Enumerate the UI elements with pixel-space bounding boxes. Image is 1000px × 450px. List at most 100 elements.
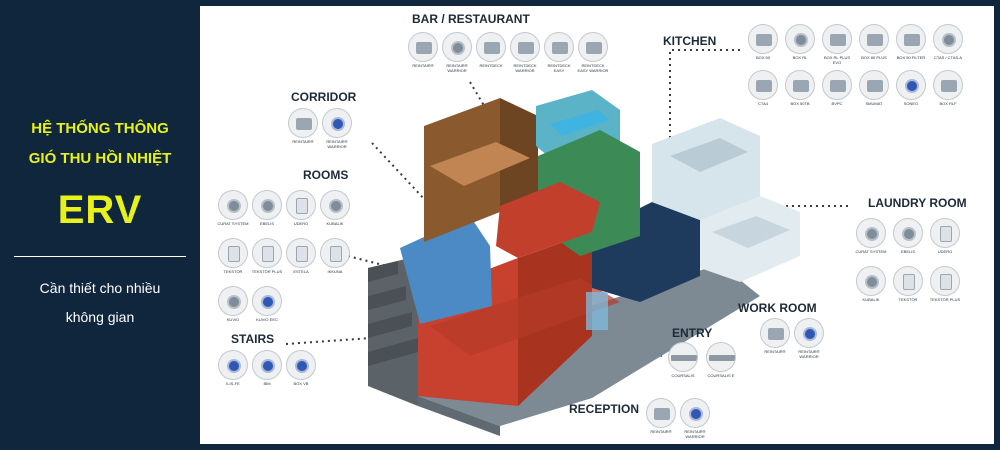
room-blue [400, 216, 492, 324]
product-thumb-reception: REINTAIR® [644, 398, 678, 434]
product-thumb-kitchen: BVPC [820, 70, 854, 106]
product-image [933, 24, 963, 54]
product-name: REINTAIR® [412, 63, 434, 68]
leader-corridor [371, 142, 441, 217]
product-name: TEKSTÖR [898, 297, 918, 302]
product-thumb-laundry: CURAT SYSTEM [854, 218, 888, 254]
product-image [646, 398, 676, 428]
product-thumb-bar_restaurant: REINTAIR® [406, 32, 440, 68]
product-name: REINTAIR® WARRIOR [798, 349, 820, 359]
label-laundry-room: LAUNDRY ROOM [868, 196, 967, 210]
product-image [218, 238, 248, 268]
unit-icon [867, 34, 883, 46]
product-name: KUBALIK [326, 221, 344, 226]
corridor-red [496, 182, 600, 258]
product-name: REINTDECK WARRIOR [513, 63, 537, 73]
product-thumb-kitchen: BOX RL [783, 24, 817, 60]
product-name: REINTAIR® WARRIOR [684, 429, 706, 439]
panel-icon [940, 274, 952, 290]
product-thumb-rooms: KUVIO [216, 286, 250, 322]
fan-icon [794, 33, 808, 47]
blue-fan-icon [227, 359, 241, 373]
bar-floor [430, 142, 530, 186]
product-thumb-bar_restaurant: REINTAIR® WARRIOR [440, 32, 474, 73]
panel-icon [296, 198, 308, 214]
unit-icon [416, 42, 432, 54]
subtitle-line-2: không gian [65, 309, 135, 325]
unit-icon [756, 34, 772, 46]
product-image [706, 342, 736, 372]
product-name: REINTAIR® [650, 429, 672, 434]
fan-icon [227, 295, 241, 309]
product-thumb-kitchen: SMUMAT [857, 70, 891, 106]
product-name: BOX RLF [939, 101, 957, 106]
blue-fan-icon [261, 359, 275, 373]
product-image [252, 190, 282, 220]
fan-icon [942, 33, 956, 47]
fan-icon [451, 41, 465, 55]
blue-fan-icon [905, 79, 919, 93]
product-image [785, 70, 815, 100]
product-name: REINTDECK EASY WARRIOR [577, 63, 609, 73]
diagram-area: BAR / RESTAURANT KITCHEN CORRIDOR ROOMS … [200, 6, 994, 444]
unit-icon [793, 80, 809, 92]
curtain-icon [671, 355, 697, 361]
product-name: TEKSTÖR [223, 269, 243, 274]
product-image [252, 350, 282, 380]
product-name: REINTAIR® [764, 349, 786, 354]
fan-icon [329, 199, 343, 213]
product-thumb-work_room: REINTAIR® [758, 318, 792, 354]
label-reception: RECEPTION [569, 402, 640, 416]
product-image [794, 318, 824, 348]
product-image [668, 342, 698, 372]
product-image [544, 32, 574, 62]
unit-icon [518, 42, 534, 54]
floor-edge [418, 396, 500, 436]
subtitle-line-1: Cần thiết cho nhiều [39, 280, 161, 296]
product-image [578, 32, 608, 62]
product-image [859, 70, 889, 100]
product-image [252, 286, 282, 316]
panel-icon [940, 226, 952, 242]
left-panel: HỆ THỐNG THÔNG GIÓ THU HỒI NHIỆT ERV Cần… [0, 0, 200, 450]
product-thumb-kitchen: BOX 50 [746, 24, 780, 60]
product-name: BOX VB [293, 381, 309, 386]
product-name: KUVIO [226, 317, 240, 322]
product-name: REINTAIR® [292, 139, 314, 144]
label-corridor: CORRIDOR [291, 90, 357, 104]
curtain-icon [709, 355, 735, 361]
product-thumb-corridor: REINTAIR® WARRIOR [320, 108, 354, 149]
unit-icon [904, 34, 920, 46]
title-line-2: GIÓ THU HỒI NHIỆT [28, 150, 172, 167]
product-name: SMUMAT [865, 101, 883, 106]
product-name: BOX RL PLUS EVO [823, 55, 851, 65]
blue-fan-icon [331, 117, 345, 131]
product-thumb-rooms: TEKSTÖR [216, 238, 250, 274]
pool-water [550, 110, 610, 136]
product-image [510, 32, 540, 62]
unit-icon [296, 118, 312, 130]
product-name: SONEO [903, 101, 919, 106]
product-image [286, 190, 316, 220]
product-name: KUBALIK [862, 297, 880, 302]
product-thumb-laundry: KUBALIK [854, 266, 888, 302]
product-thumb-rooms: UDERO [284, 190, 318, 226]
product-thumb-rooms: EBELIS [250, 190, 284, 226]
product-thumb-laundry: EBELIS [891, 218, 925, 254]
product-image [408, 32, 438, 62]
product-image [859, 24, 889, 54]
product-thumb-bar_restaurant: REINTDECK EASY WARRIOR [576, 32, 610, 73]
product-image [252, 238, 282, 268]
product-name: KUVIO EEC [256, 317, 278, 322]
product-image [218, 286, 248, 316]
unit-icon [484, 42, 500, 54]
panel-icon [903, 274, 915, 290]
product-thumb-stairs: IBM [250, 350, 284, 386]
product-thumb-entry: COURSALIS E [704, 342, 738, 378]
building-illustration [285, 49, 848, 436]
fan-icon [865, 275, 879, 289]
product-image [896, 70, 926, 100]
blue-fan-icon [295, 359, 309, 373]
label-work-room: WORK ROOM [738, 301, 817, 315]
unit-icon [830, 80, 846, 92]
